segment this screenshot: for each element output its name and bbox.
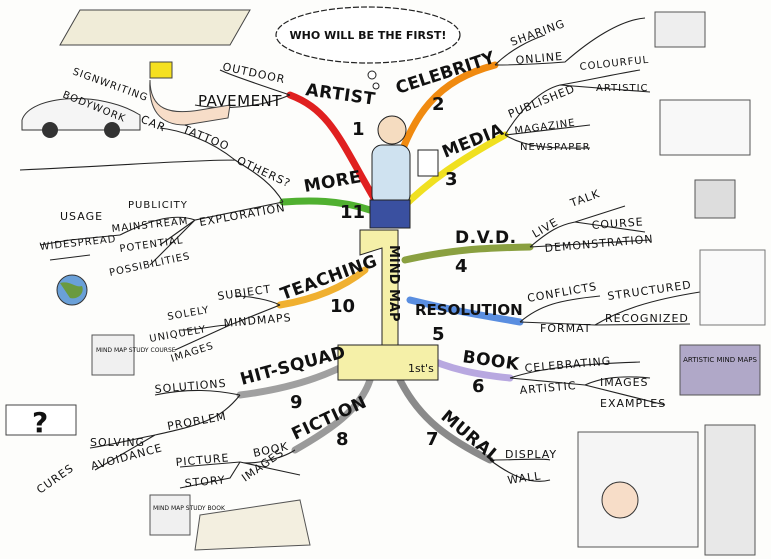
center-podium: MIND MAP 1st's — [337, 115, 439, 381]
sub-solving: SOLVING — [90, 436, 145, 449]
sub-solely: SOLELY — [167, 305, 211, 323]
sub-problem: PROBLEM — [166, 410, 227, 433]
hand-tattoo-drawing — [149, 61, 173, 79]
sub-sharing: SHARING — [509, 17, 567, 49]
pavement-drawing — [59, 9, 251, 46]
sub-tattoo: TATTOO — [180, 122, 231, 153]
sub-wall: WALL — [507, 469, 543, 487]
sub-possibilities: POSSIBILITIES — [108, 251, 191, 279]
twigs — [19, 17, 701, 489]
sub-artistic: ARTISTIC — [596, 83, 649, 94]
thought-bubble: WHO WILL BE THE FIRST! — [275, 6, 461, 90]
label-resolution: RESOLUTION — [415, 301, 523, 319]
sub-images: IMAGES — [600, 376, 649, 389]
sub-published: PUBLISHED — [506, 82, 577, 121]
sub-uniquely: UNIQUELY — [149, 324, 208, 345]
branch-fiction — [291, 376, 374, 454]
sub-newspaper: NEWSPAPER — [520, 142, 591, 153]
number-9: 9 — [290, 392, 303, 413]
sub-live: LIVE — [530, 215, 561, 240]
number-3: 3 — [445, 169, 458, 190]
branch-labels: ARTIST 1 CELEBRITY 2 MEDIA 3 D.V.D. 4 RE… — [238, 48, 523, 467]
branch-dvd — [401, 243, 534, 264]
branch-mural — [396, 376, 494, 464]
sub-demonstration: DEMONSTRATION — [544, 233, 654, 255]
sub-picture: PICTURE — [175, 451, 230, 469]
number-11: 11 — [340, 202, 365, 223]
open-book-drawing — [659, 99, 751, 156]
branch-more — [279, 197, 374, 214]
sub-potential: POTENTIAL — [119, 235, 184, 255]
sub-exploration: EXPLORATION — [198, 201, 286, 229]
study-book — [149, 494, 191, 536]
mural-drawing — [577, 431, 699, 548]
sub-course: COURSE — [591, 215, 644, 232]
sub-book-artistic: ARTISTIC — [519, 379, 577, 397]
sub-pavement: PAVEMENT — [198, 92, 282, 110]
number-5: 5 — [432, 324, 445, 345]
sub-online: ONLINE — [515, 50, 563, 67]
study-course-title: MIND MAP STUDY COURSE — [96, 347, 176, 354]
sub-celebrating: CELEBRATING — [524, 354, 612, 375]
label-more: MORE — [302, 167, 363, 197]
number-7: 7 — [426, 429, 439, 450]
sub-examples: EXAMPLES — [600, 397, 666, 410]
sub-cures: CURES — [34, 462, 76, 497]
sub-format: FORMAT — [540, 322, 592, 335]
sub-usage: USAGE — [60, 210, 103, 223]
mind-map-sheets-drawing — [699, 249, 766, 326]
sub-story: STORY — [184, 473, 226, 490]
number-1: 1 — [352, 119, 365, 140]
tv-drawing — [694, 179, 736, 219]
artistic-book-drawing — [679, 344, 761, 396]
number-6: 6 — [472, 376, 485, 397]
number-8: 8 — [336, 429, 349, 450]
sub-structured: STRUCTURED — [607, 278, 693, 303]
sub-talk: TALK — [568, 187, 602, 210]
number-10: 10 — [330, 296, 355, 317]
center-title: MIND MAP — [386, 245, 401, 322]
sub-magazine: MAGAZINE — [514, 118, 576, 137]
sub-recognized: RECOGNIZED — [605, 312, 689, 325]
sub-teaching-images: IMAGES — [170, 341, 216, 365]
sub-others: OTHERS? — [235, 154, 293, 190]
sub-mindmaps: MINDMAPS — [223, 311, 292, 330]
question-mark-icon: ? — [32, 406, 48, 439]
branch-artist — [286, 91, 379, 204]
illustrations: ARTISTIC MIND MAPS MIND MAP STUDY COURSE… — [5, 9, 766, 556]
branch-resolution — [406, 296, 524, 326]
sub-solutions: SOLUTIONS — [154, 377, 227, 396]
thought-text: WHO WILL BE THE FIRST! — [290, 29, 447, 42]
sub-widespread: WIDESPREAD — [39, 234, 117, 253]
sub-display: DISPLAY — [505, 448, 557, 461]
branch-teaching — [276, 266, 369, 309]
label-dvd: D.V.D. — [455, 228, 517, 248]
center-subtitle: 1st's — [408, 362, 434, 375]
study-book-title: MIND MAP STUDY BOOK — [153, 505, 226, 512]
problem-sheet-drawing — [5, 404, 77, 436]
artistic-book-title: ARTISTIC MIND MAPS — [683, 356, 757, 364]
number-2: 2 — [432, 94, 445, 115]
number-4: 4 — [455, 256, 468, 277]
sub-publicity: PUBLICITY — [128, 200, 188, 211]
study-course-book — [91, 334, 135, 376]
computer-drawing — [654, 11, 706, 48]
picture-book-drawing — [194, 499, 311, 551]
